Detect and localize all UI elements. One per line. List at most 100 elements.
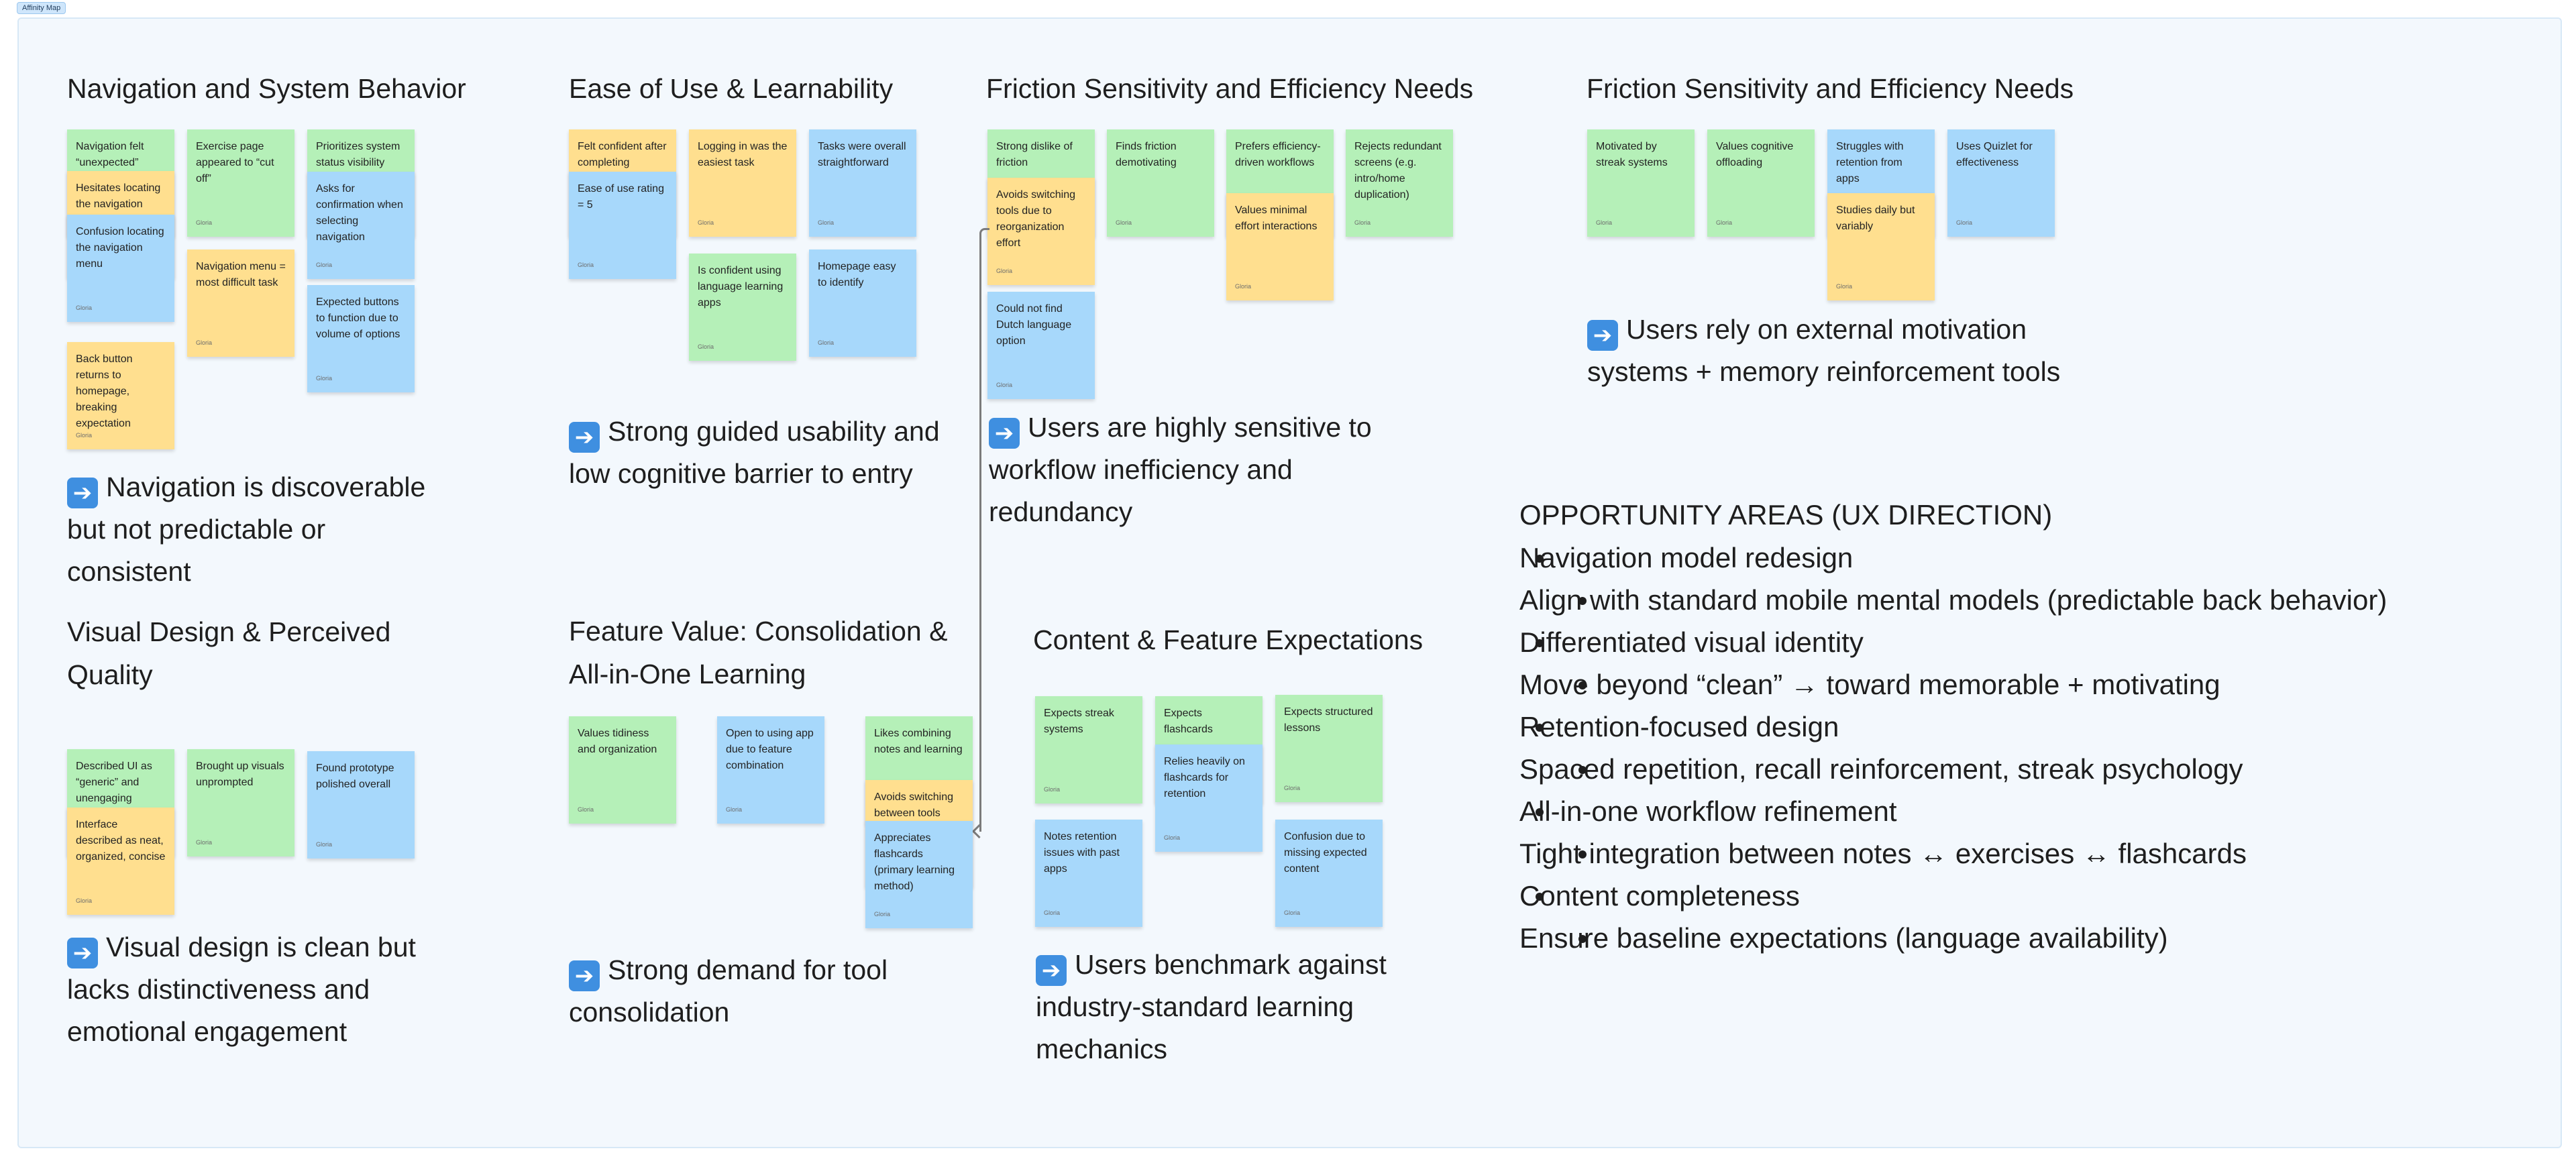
sticky-note-text: Expects streak systems — [1044, 708, 1114, 735]
sticky-note-author: Gloria — [818, 219, 835, 226]
sticky-note-author: Gloria — [698, 219, 714, 226]
sticky-note-author: Gloria — [698, 343, 714, 350]
insight-text: Strong demand for tool consolidation — [569, 954, 888, 1028]
sticky-note-text: Motivated by streak systems — [1596, 141, 1668, 168]
sticky-note-text: Described UI as “generic” and unengaging — [76, 761, 152, 804]
opportunity-item: Content completeness — [1519, 875, 2566, 917]
insight-friction-2: ➔Users rely on external motivation syste… — [1587, 309, 2070, 393]
sticky-note-text: Struggles with retention from apps — [1836, 141, 1904, 184]
opportunity-areas-list: Navigation model redesign Align with sta… — [1519, 537, 2566, 959]
sticky-note[interactable]: Is confident using language learning app… — [689, 254, 796, 361]
sticky-note-author: Gloria — [1716, 219, 1733, 226]
sticky-note-text: Confusion due to missing expected conten… — [1284, 831, 1367, 875]
sticky-note[interactable]: Back button returns to homepage, breakin… — [67, 342, 174, 449]
sticky-note-text: Navigation menu = most difficult task — [196, 261, 286, 288]
opportunity-subitem: Move beyond “clean” → toward memorable +… — [1519, 663, 2566, 706]
sticky-note-author: Gloria — [196, 219, 213, 226]
sticky-note[interactable]: Relies heavily on flashcards for retenti… — [1155, 744, 1263, 852]
sticky-note-text: Expected buttons to function due to volu… — [316, 296, 400, 340]
insight-text: Visual design is clean but lacks distinc… — [67, 932, 416, 1047]
sticky-note-text: Expects flashcards — [1164, 708, 1213, 735]
insight-text: Users are highly sensitive to workflow i… — [989, 412, 1372, 527]
connector-line[interactable] — [979, 236, 981, 832]
sticky-note-author: Gloria — [818, 339, 835, 346]
sticky-note-text: Uses Quizlet for effectiveness — [1956, 141, 2033, 168]
sticky-note-text: Finds friction demotivating — [1116, 141, 1177, 168]
opportunity-item: Navigation model redesign — [1519, 537, 2566, 579]
sticky-note-text: Homepage easy to identify — [818, 261, 896, 288]
sticky-note[interactable]: Interface described as neat, organized, … — [67, 808, 174, 915]
sticky-note-text: Relies heavily on flashcards for retenti… — [1164, 756, 1245, 799]
insight-visual: ➔Visual design is clean but lacks distin… — [67, 926, 443, 1053]
insight-content: ➔Users benchmark against industry-standa… — [1036, 944, 1411, 1070]
sticky-note-author: Gloria — [1044, 786, 1061, 793]
sticky-note-author: Gloria — [1284, 909, 1301, 916]
frame-label[interactable]: Affinity Map — [17, 2, 66, 14]
section-title-content: Content & Feature Expectations — [1033, 624, 1424, 655]
sticky-note-text: Felt confident after completing — [578, 141, 667, 168]
sticky-note[interactable]: Exercise page appeared to “cut off”Glori… — [187, 129, 294, 237]
right-arrow-icon: ➔ — [989, 418, 1020, 449]
connector-line[interactable] — [979, 228, 989, 238]
sticky-note-text: Avoids switching tools due to reorganiza… — [996, 189, 1075, 249]
sticky-note[interactable]: Confusion due to missing expected conten… — [1275, 820, 1383, 927]
sticky-note-author: Gloria — [1284, 785, 1301, 791]
sticky-note-text: Likes combining notes and learning — [874, 728, 963, 755]
insight-text: Navigation is discoverable but not predi… — [67, 471, 426, 587]
sticky-note-author: Gloria — [1164, 834, 1181, 841]
sticky-note-text: Studies daily but variably — [1836, 205, 1915, 232]
insight-navigation: ➔Navigation is discoverable but not pred… — [67, 466, 443, 593]
sticky-note-author: Gloria — [874, 911, 891, 918]
sticky-note[interactable]: Asks for confirmation when selecting nav… — [307, 172, 415, 279]
sticky-note-author: Gloria — [76, 304, 93, 311]
sticky-note-author: Gloria — [578, 806, 594, 813]
right-arrow-icon: ➔ — [569, 960, 600, 991]
sticky-note-author: Gloria — [316, 262, 333, 268]
right-arrow-icon: ➔ — [1036, 955, 1067, 986]
opportunity-subitem: Spaced repetition, recall reinforcement,… — [1519, 748, 2566, 790]
sticky-note[interactable]: Expected buttons to function due to volu… — [307, 285, 415, 392]
sticky-note-text: Values tidiness and organization — [578, 728, 657, 755]
insight-friction-1: ➔Users are highly sensitive to workflow … — [989, 406, 1418, 533]
right-arrow-icon: ➔ — [67, 938, 98, 968]
sticky-note-text: Confusion locating the navigation menu — [76, 226, 164, 270]
sticky-note-text: Navigation felt “unexpected” — [76, 141, 144, 168]
sticky-note-text: Hesitates locating the navigation — [76, 182, 161, 210]
insight-text: Users benchmark against industry-standar… — [1036, 949, 1387, 1064]
section-title-visual: Visual Design & Perceived Quality — [67, 616, 391, 690]
sticky-note-author: Gloria — [726, 806, 743, 813]
sticky-note-author: Gloria — [996, 382, 1013, 388]
sticky-note[interactable]: Appreciates flashcards (primary learning… — [865, 821, 973, 928]
sticky-note-author: Gloria — [1956, 219, 1973, 226]
sticky-note-text: Brought up visuals unprompted — [196, 761, 284, 788]
sticky-note[interactable]: Open to using app due to feature combina… — [717, 716, 824, 824]
insight-text: Users rely on external motivation system… — [1587, 314, 2061, 387]
sticky-note[interactable]: Rejects redundant screens (e.g. intro/ho… — [1346, 129, 1453, 237]
right-arrow-icon: ➔ — [569, 422, 600, 453]
sticky-note-text: Interface described as neat, organized, … — [76, 819, 166, 863]
sticky-note-text: Ease of use rating = 5 — [578, 183, 664, 211]
sticky-note-text: Values cognitive offloading — [1716, 141, 1794, 168]
sticky-note-text: Back button returns to homepage, breakin… — [76, 353, 133, 429]
sticky-note[interactable]: Avoids switching tools due to reorganiza… — [987, 178, 1095, 285]
sticky-note-author: Gloria — [1596, 219, 1613, 226]
